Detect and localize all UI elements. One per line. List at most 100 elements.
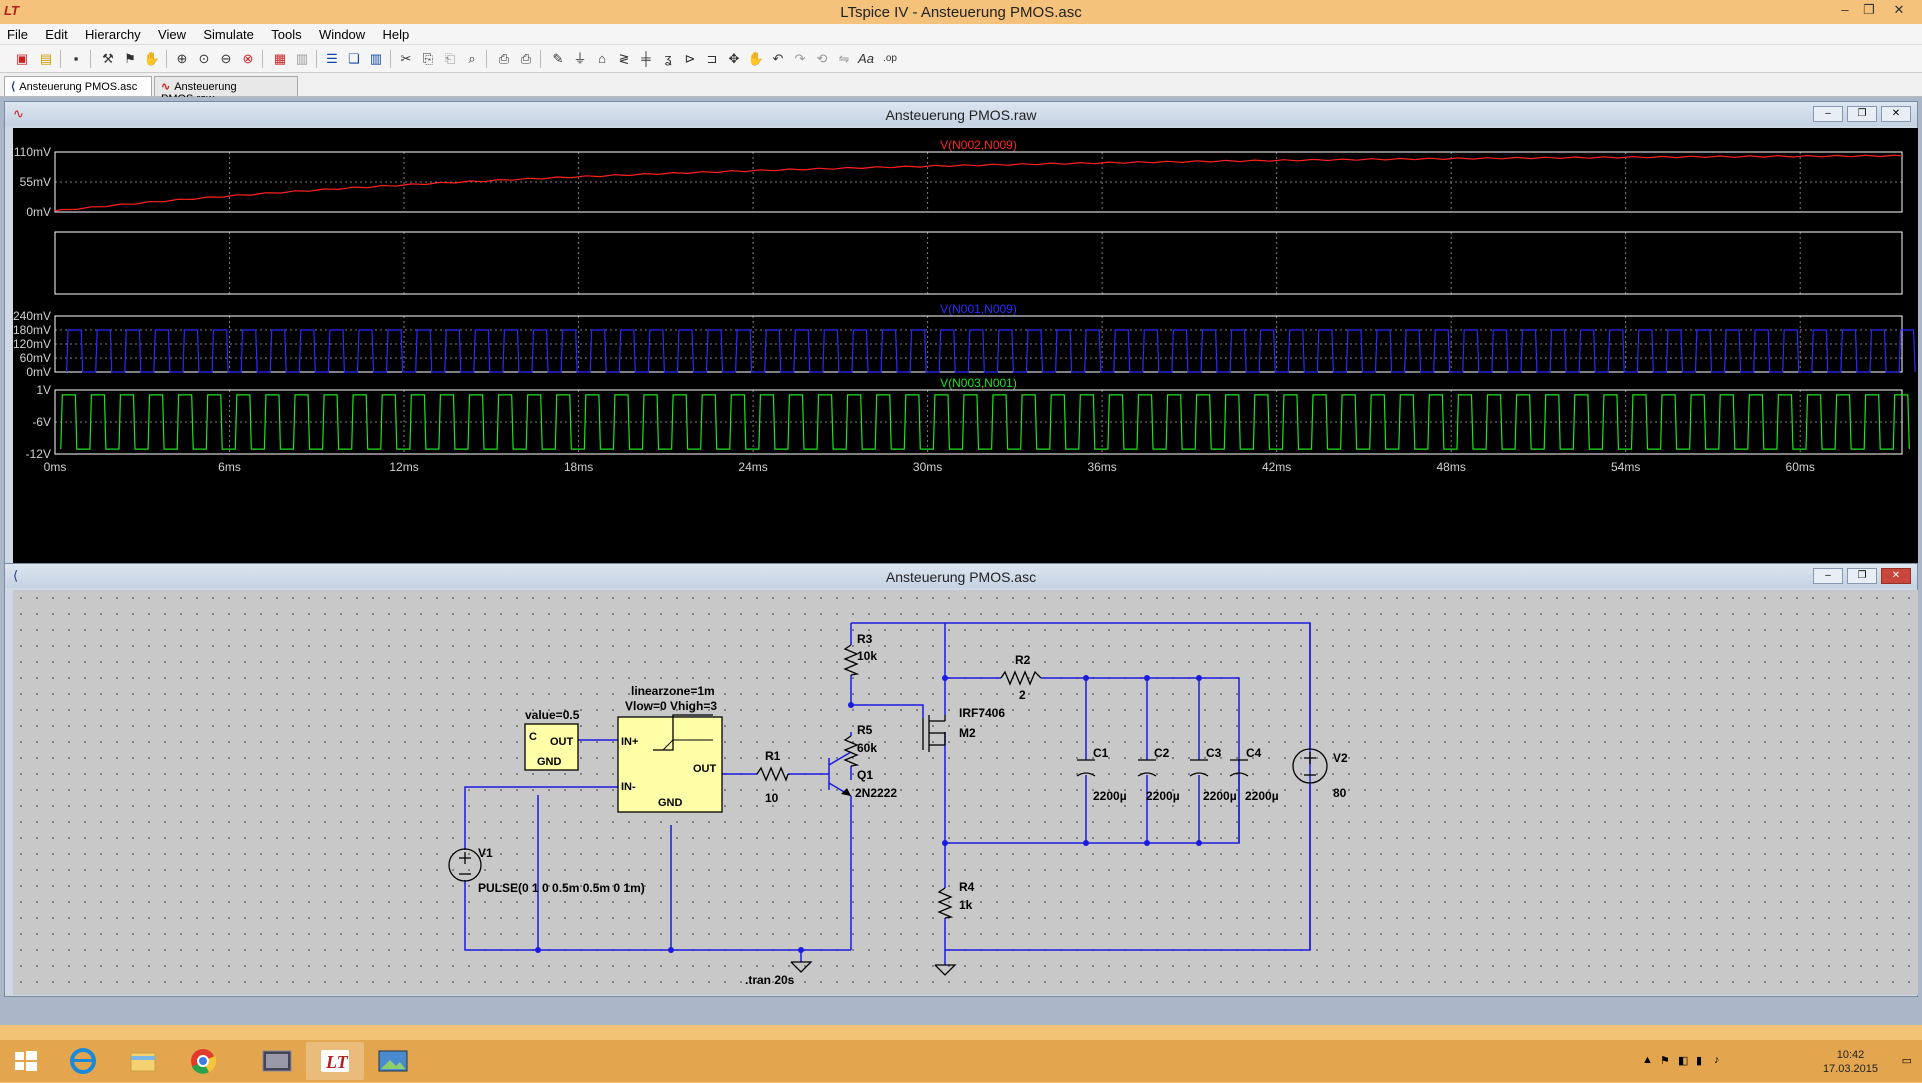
wire-icon[interactable]: ✎ — [552, 51, 564, 66]
pan-icon[interactable]: ⊙ — [198, 51, 210, 66]
zoom-in-icon[interactable]: ⊕ — [176, 51, 188, 66]
constant-block[interactable] — [524, 723, 579, 771]
trace-v-n001-n009[interactable] — [66, 329, 1916, 373]
run-icon[interactable]: ⚑ — [124, 51, 136, 66]
tile-vertical-icon[interactable]: ▥ — [369, 51, 383, 66]
menu-bar: File Edit Hierarchy View Simulate Tools … — [0, 24, 1922, 45]
trace-label[interactable]: V(N002,N009) — [940, 138, 1017, 152]
tray-volume-icon[interactable]: ♪ — [1714, 1054, 1720, 1066]
tray-expand-icon[interactable]: ▲ — [1642, 1054, 1653, 1066]
notification-icon[interactable]: ▭ — [1901, 1055, 1912, 1067]
r4-resistor[interactable] — [937, 887, 954, 919]
trace-label[interactable]: V(N001,N009) — [940, 302, 1017, 316]
file-explorer-icon[interactable] — [114, 1042, 172, 1080]
new-schematic-icon[interactable]: ▣ — [15, 51, 29, 66]
waveform-restore-button[interactable]: ❐ — [1847, 106, 1877, 122]
q1-transistor[interactable] — [841, 788, 851, 796]
cascade-icon[interactable]: ❏ — [348, 51, 360, 66]
copy-icon[interactable]: ⎘ — [422, 51, 434, 66]
undo-icon[interactable]: ↶ — [772, 51, 784, 66]
menu-help[interactable]: Help — [382, 27, 410, 42]
minimize-icon[interactable]: – — [1841, 2, 1849, 17]
text-icon[interactable]: Aa — [858, 51, 874, 66]
tab-waveform[interactable]: ∿Ansteuerung PMOS.raw — [154, 76, 298, 105]
tray-app-icon[interactable]: ◧ — [1678, 1055, 1689, 1067]
waveform-close-button[interactable]: ✕ — [1881, 106, 1911, 122]
v2-source[interactable] — [1292, 748, 1328, 784]
redo-icon[interactable]: ↷ — [794, 51, 806, 66]
schematic-restore-button[interactable]: ❐ — [1847, 568, 1877, 584]
trace-v-n002-n009[interactable] — [54, 154, 1903, 212]
inductor-icon[interactable]: ʓ — [664, 51, 672, 66]
start-button[interactable] — [0, 1042, 52, 1080]
autorange-icon[interactable]: ▦ — [273, 51, 287, 66]
chrome-icon[interactable] — [174, 1042, 232, 1080]
plot-pane[interactable] — [54, 151, 1903, 213]
rotate-icon[interactable]: ⟲ — [816, 51, 828, 66]
waveform-icon: ∿ — [13, 106, 24, 121]
r5-resistor[interactable] — [843, 735, 860, 767]
schematic-canvas[interactable]: R3 10k R5 60k R1 10 R2 2 R4 1k Q1 2N2222… — [13, 590, 1918, 995]
drag-icon[interactable]: ✋ — [747, 51, 765, 66]
windows-taskbar: LT ▲ ⚑ ◧ ▮ ♪ 10:42 17.03.2015 ▭ — [0, 1040, 1922, 1082]
schematic-minimize-button[interactable]: – — [1813, 568, 1843, 584]
menu-file[interactable]: File — [7, 27, 28, 42]
ground-icon[interactable]: ⏚ — [573, 51, 587, 66]
menu-simulate[interactable]: Simulate — [203, 27, 254, 42]
r1-resistor[interactable] — [756, 766, 789, 782]
ltspice-taskbar-icon[interactable]: LT — [306, 1042, 364, 1080]
halt-icon[interactable]: ✋ — [143, 51, 161, 66]
capacitor-icon[interactable]: ╪ — [641, 51, 651, 66]
c1-capacitor[interactable] — [1076, 759, 1096, 777]
c3-capacitor[interactable] — [1189, 759, 1209, 777]
open-icon[interactable]: ▤ — [39, 51, 53, 66]
v1-source[interactable] — [448, 848, 482, 882]
restore-icon[interactable]: ❐ — [1863, 2, 1875, 17]
c4-capacitor[interactable] — [1229, 759, 1249, 777]
plot-pane[interactable] — [54, 389, 1903, 455]
spice-directive-icon[interactable]: .op — [883, 53, 897, 64]
cut-icon[interactable]: ✂ — [400, 51, 412, 66]
label-net-icon[interactable]: ⌂ — [598, 51, 606, 66]
print-icon[interactable]: ⎙ — [520, 51, 532, 66]
waveform-minimize-button[interactable]: – — [1813, 106, 1843, 122]
grid-icon[interactable]: ▥ — [295, 51, 309, 66]
plot-pane[interactable] — [54, 315, 1903, 373]
c2-capacitor[interactable] — [1137, 759, 1157, 777]
find-icon[interactable]: ⌕ — [468, 51, 476, 66]
waveform-icon: ∿ — [161, 81, 171, 93]
menu-window[interactable]: Window — [318, 27, 366, 42]
resistor-icon[interactable]: ≷ — [618, 51, 630, 66]
menu-tools[interactable]: Tools — [271, 27, 302, 42]
schematic-close-button[interactable]: ✕ — [1881, 568, 1911, 584]
r3-resistor[interactable] — [843, 644, 860, 676]
menu-view[interactable]: View — [158, 27, 186, 42]
comparator-block[interactable] — [617, 716, 723, 813]
tab-schematic[interactable]: ⟨Ansteuerung PMOS.asc — [4, 76, 152, 96]
tile-horizontal-icon[interactable]: ☰ — [326, 51, 338, 66]
r2-resistor[interactable] — [1000, 670, 1042, 686]
control-panel-icon[interactable]: ⚒ — [102, 51, 114, 66]
clock[interactable]: 10:42 17.03.2015 — [1823, 1048, 1878, 1076]
internet-explorer-icon[interactable] — [54, 1042, 112, 1080]
program-icon[interactable] — [248, 1042, 306, 1080]
mirror-icon[interactable]: ⇋ — [838, 51, 850, 66]
menu-hierarchy[interactable]: Hierarchy — [85, 27, 141, 42]
zoom-fit-icon[interactable]: ⊗ — [242, 51, 254, 66]
paste-icon[interactable]: ⎗ — [444, 51, 456, 66]
print-setup-icon[interactable]: ⎙ — [498, 51, 510, 66]
close-icon[interactable]: ✕ — [1893, 2, 1905, 17]
trace-label[interactable]: V(N003,N001) — [940, 376, 1017, 390]
m2-mosfet[interactable] — [922, 715, 946, 752]
diode-icon[interactable]: ⊳ — [684, 51, 696, 66]
zoom-out-icon[interactable]: ⊖ — [220, 51, 232, 66]
trace-v-n003-n001[interactable] — [60, 394, 1910, 450]
plot-pane[interactable] — [54, 231, 1903, 295]
component-icon[interactable]: ⊐ — [706, 51, 718, 66]
tray-network-icon[interactable]: ▮ — [1696, 1055, 1703, 1067]
image-viewer-icon[interactable] — [364, 1042, 422, 1080]
menu-edit[interactable]: Edit — [45, 27, 68, 42]
move-icon[interactable]: ✥ — [728, 51, 740, 66]
tray-flag-icon[interactable]: ⚑ — [1660, 1055, 1670, 1067]
save-icon[interactable]: ▪ — [73, 51, 79, 66]
